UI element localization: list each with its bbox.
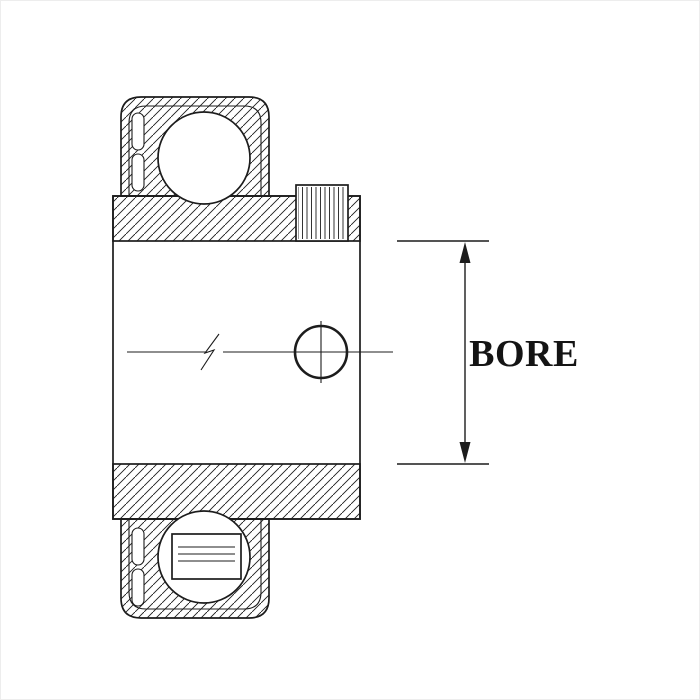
outer-ring-bottom-inner-edge (128, 519, 262, 610)
break-symbol (200, 333, 220, 371)
outer-ring-top-inner-edge (128, 105, 262, 196)
grease-hole (293, 324, 349, 380)
seal-groove-bottom-upper (131, 527, 145, 566)
dimension-arrow-down (459, 442, 471, 463)
ball-top (157, 111, 251, 205)
locking-screw-bottom (171, 533, 242, 580)
seal-groove-top-lower (131, 153, 145, 192)
centerline (127, 321, 393, 383)
locking-screw-body (171, 533, 242, 580)
seal-groove-top-upper (131, 112, 145, 151)
seal-groove-bottom-lower (131, 568, 145, 607)
bore-dimension: BORE (397, 240, 579, 465)
bore-label: BORE (469, 333, 579, 375)
set-screw (295, 184, 349, 242)
inner-ring-bottom-section (112, 463, 361, 520)
dimension-arrow-up (459, 242, 471, 263)
set-screw-threads (298, 187, 346, 239)
